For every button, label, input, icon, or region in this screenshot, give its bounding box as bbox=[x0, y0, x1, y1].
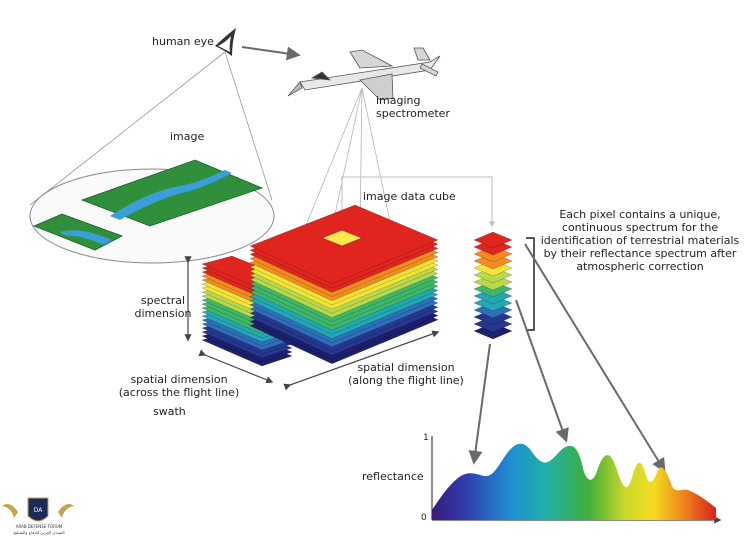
reflectance-curve bbox=[432, 443, 716, 520]
pixel-spectrum-column bbox=[473, 231, 513, 340]
eye-to-plane-arrow bbox=[241, 46, 301, 61]
along-flight-arrow bbox=[283, 330, 440, 391]
logo-text-bottom: المنتدى العربي للدفاع والتسليح bbox=[13, 530, 65, 535]
spatial-across-label: spatial dimension (across the flight lin… bbox=[118, 373, 240, 399]
imaging-spectrometer-label: imaging spectrometer bbox=[376, 94, 450, 120]
logo-text-top: ARAB DEFENSE FORUM bbox=[15, 524, 63, 529]
reflectance-chart bbox=[431, 436, 722, 524]
spatial-along-label: spatial dimension (along the flight line… bbox=[348, 361, 464, 387]
pixel-bracket bbox=[526, 237, 535, 331]
highlighted-pixel bbox=[320, 229, 364, 247]
image-label: image bbox=[170, 130, 205, 143]
eye-icon bbox=[215, 28, 236, 56]
swath-label: swath bbox=[153, 405, 186, 418]
forum-logo-icon: DA bbox=[2, 497, 74, 522]
pixel-spectrum-note: Each pixel contains a unique, continuous… bbox=[540, 208, 740, 273]
spectrum-link-arrows bbox=[468, 243, 666, 473]
cube-main-block bbox=[249, 204, 439, 365]
axis-tick-0: 0 bbox=[421, 513, 427, 523]
axis-tick-1: 1 bbox=[423, 433, 429, 443]
image-data-cube-label: image data cube bbox=[363, 190, 456, 203]
image-landscape bbox=[32, 159, 264, 251]
eye-sight-lines bbox=[29, 51, 273, 206]
svg-text:DA: DA bbox=[34, 507, 44, 514]
across-flight-arrow bbox=[198, 349, 274, 384]
cube-to-pixel-connector bbox=[341, 176, 495, 232]
human-eye-label: human eye bbox=[152, 35, 214, 48]
airplane-icon bbox=[287, 47, 441, 101]
pixel-column-layer-0 bbox=[473, 231, 513, 249]
spectral-dimension-label: spectral dimension bbox=[134, 294, 192, 320]
reflectance-label: reflectance bbox=[362, 470, 424, 483]
